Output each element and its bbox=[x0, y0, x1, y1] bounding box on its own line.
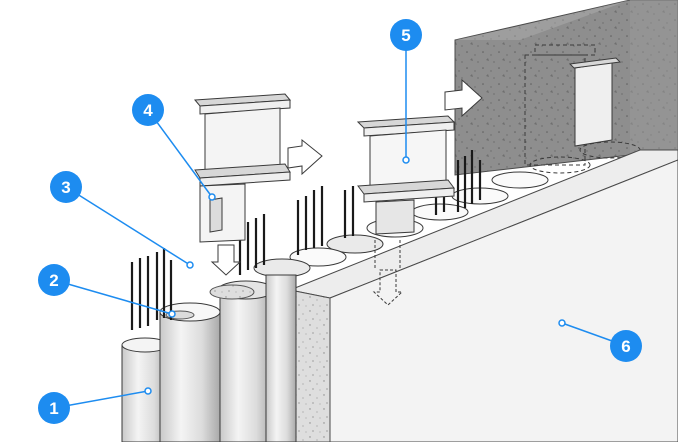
callout-6: 6 bbox=[610, 330, 642, 362]
callout-2-number: 2 bbox=[49, 271, 58, 290]
steel-h-beam-installed bbox=[356, 78, 483, 306]
callout-5: 5 bbox=[390, 19, 422, 51]
callout-3-number: 3 bbox=[61, 178, 70, 197]
steel-beam-in-block bbox=[568, 57, 622, 147]
capping-beam bbox=[288, 149, 678, 442]
callout-2: 2 bbox=[38, 264, 70, 296]
background-wall-block bbox=[454, 0, 678, 176]
callout-6-number: 6 bbox=[621, 337, 630, 356]
callout-1: 1 bbox=[38, 392, 70, 424]
callout-3: 3 bbox=[50, 171, 82, 203]
steel-h-beam-lowering bbox=[193, 93, 323, 276]
callout-1-number: 1 bbox=[49, 399, 58, 418]
callout-5-number: 5 bbox=[401, 26, 410, 45]
front-piles bbox=[121, 274, 297, 442]
callout-4-number: 4 bbox=[143, 101, 153, 120]
callout-4: 4 bbox=[132, 94, 164, 126]
rebar-cages bbox=[130, 150, 482, 330]
leader-endpoints bbox=[144, 156, 566, 395]
